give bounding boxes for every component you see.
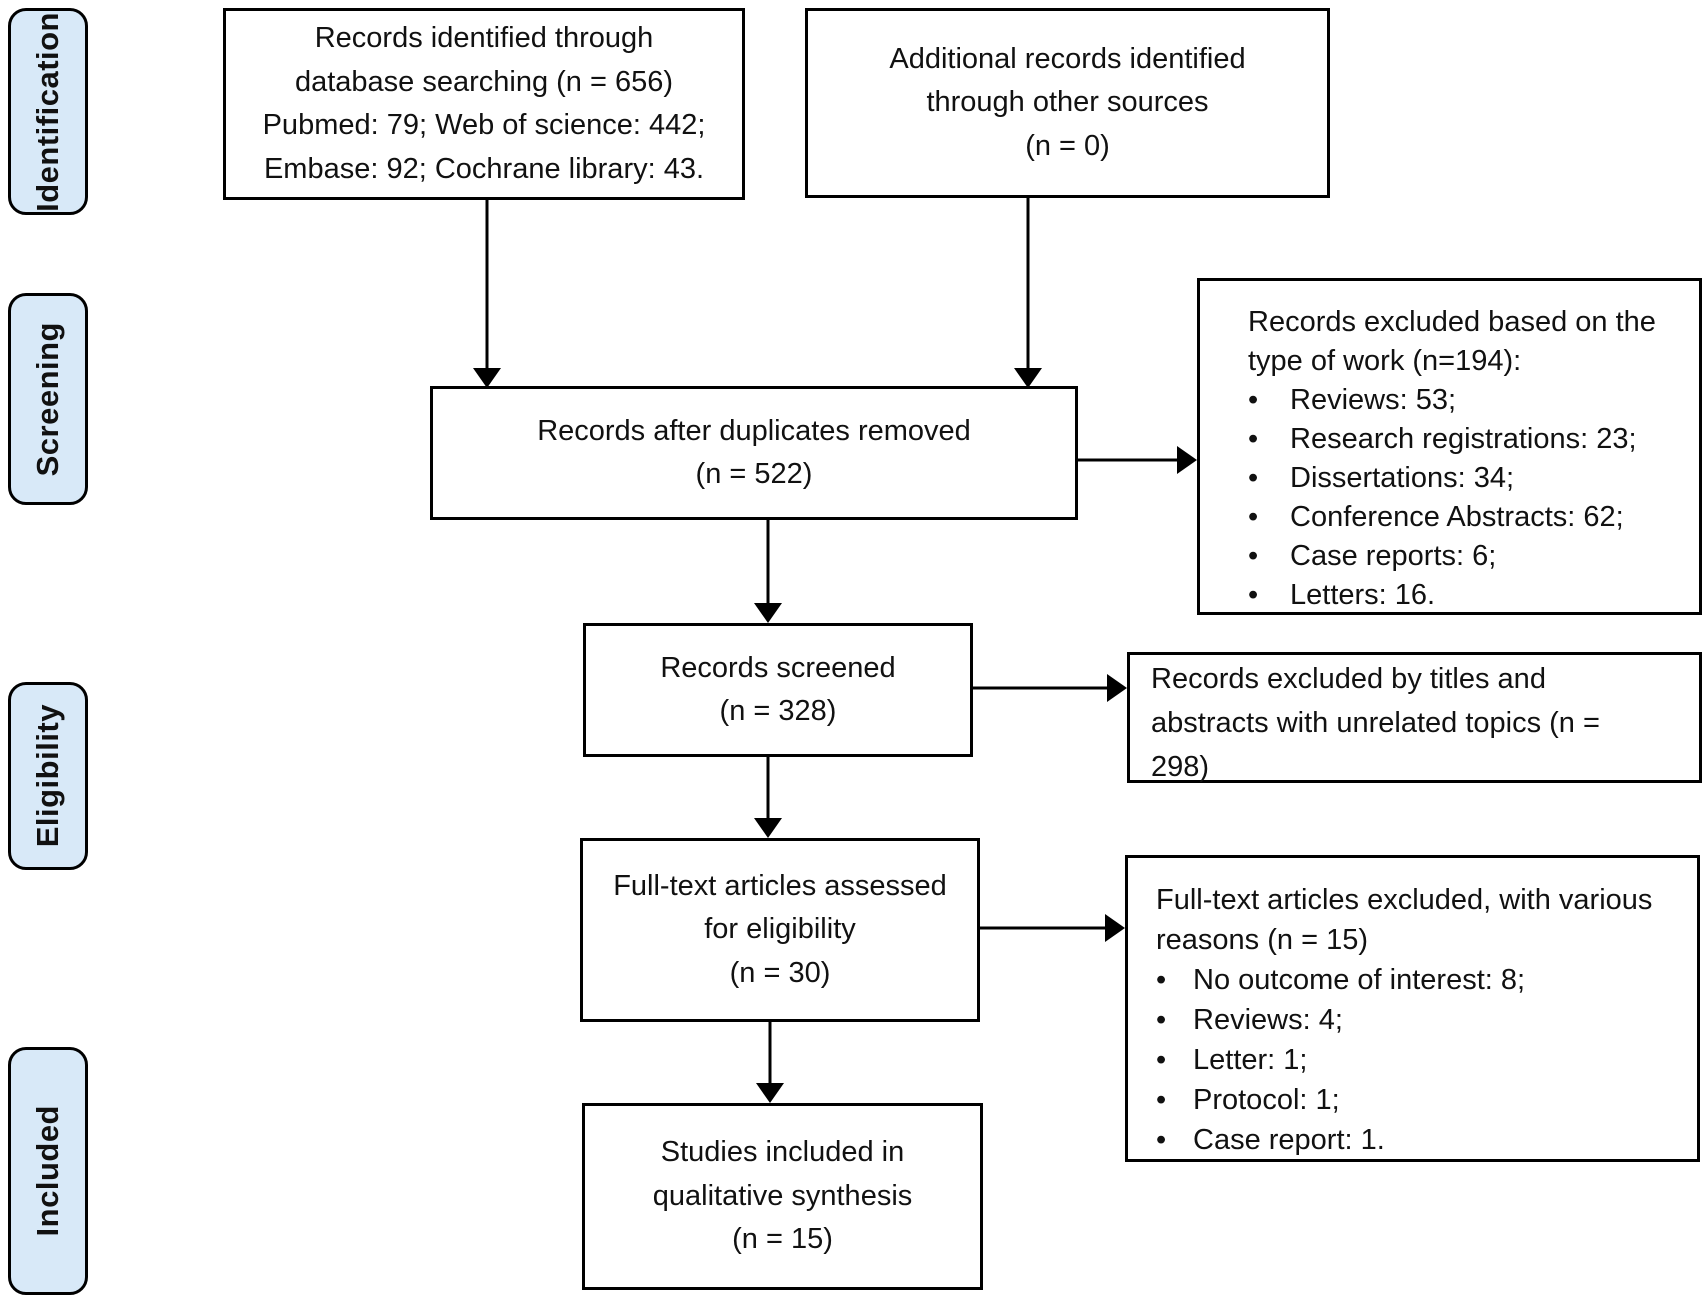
stage-label-included: Included [8,1047,88,1295]
arrow-shaft [766,520,770,605]
box-duplicates-removed: Records after duplicates removed (n = 52… [430,386,1078,520]
arrowhead-down-icon [754,603,782,623]
arrow-fulltext-to-fulltext-excluded [980,914,1125,942]
arrow-shaft [768,1022,772,1085]
box-fulltext-assessed-line2: for eligibility [704,913,856,946]
box-additional-records: Additional records identified through ot… [805,8,1330,198]
box-records-identified-line2: database searching (n = 656) [294,65,674,98]
box-excluded-titles-abstracts-text: Records excluded by titles and abstracts… [1151,662,1600,783]
fulltext-excluded-item: Letter: 1; [1156,1040,1679,1080]
box-excluded-type-of-work: Records excluded based on the type of wo… [1197,278,1702,615]
arrowhead-down-icon [1014,368,1042,388]
box-fulltext-excluded: Full-text articles excluded, with variou… [1125,855,1700,1162]
excluded-type-item: Research registrations: 23; [1248,420,1681,459]
arrow-shaft [980,926,1107,930]
box-records-screened-line1: Records screened [660,651,896,684]
fulltext-excluded-list: No outcome of interest: 8; Reviews: 4; L… [1156,960,1679,1160]
stage-label-eligibility-text: Eligibility [30,704,65,848]
box-excluded-titles-abstracts: Records excluded by titles and abstracts… [1127,652,1702,783]
arrow-shaft [973,686,1109,690]
box-records-identified-line3: Pubmed: 79; Web of science: 442; [262,109,706,141]
box-records-screened: Records screened (n = 328) [583,623,973,757]
box-records-identified-line1: Records identified through [314,22,654,54]
box-studies-included-line3: (n = 15) [732,1223,833,1256]
arrow-screened-to-excluded-titles [973,674,1127,702]
box-fulltext-assessed-line1: Full-text articles assessed [613,869,947,902]
arrow-duplicates-to-excluded-type [1078,446,1197,474]
arrowhead-right-icon [1177,446,1197,474]
stage-label-identification-text: Identification [30,11,65,212]
fulltext-excluded-item: Case report: 1. [1156,1120,1679,1160]
box-fulltext-excluded-title: Full-text articles excluded, with variou… [1156,884,1653,956]
arrow-shaft [485,200,489,370]
arrow-fulltext-to-included [756,1022,784,1103]
excluded-type-item: Letters: 16. [1248,576,1681,615]
box-additional-records-line3: (n = 0) [1025,129,1110,162]
box-duplicates-removed-line1: Records after duplicates removed [537,414,971,447]
stage-label-eligibility: Eligibility [8,682,88,870]
excluded-type-item: Dissertations: 34; [1248,459,1681,498]
excluded-type-item: Conference Abstracts: 62; [1248,498,1681,537]
excluded-type-item: Case reports: 6; [1248,537,1681,576]
box-records-identified-line4: Embase: 92; Cochrane library: 43. [263,152,705,185]
arrow-shaft [766,757,770,820]
arrow-screened-to-fulltext [754,757,782,838]
arrowhead-down-icon [473,368,501,388]
arrow-shaft [1078,458,1179,462]
fulltext-excluded-item: No outcome of interest: 8; [1156,960,1679,1000]
arrow-shaft [1026,198,1030,370]
box-fulltext-assessed: Full-text articles assessed for eligibil… [580,838,980,1022]
box-excluded-type-of-work-title: Records excluded based on the type of wo… [1248,306,1656,377]
excluded-type-of-work-list: Reviews: 53; Research registrations: 23;… [1248,381,1681,615]
fulltext-excluded-item: Protocol: 1; [1156,1080,1679,1120]
arrow-duplicates-to-screened [754,520,782,623]
box-studies-included-line2: qualitative synthesis [652,1179,913,1212]
box-records-identified: Records identified through database sear… [223,8,745,200]
box-records-screened-line2: (n = 328) [719,695,837,727]
stage-label-included-text: Included [30,1105,65,1237]
arrowhead-right-icon [1107,674,1127,702]
arrow-additional-to-duplicates [1014,198,1042,388]
stage-label-screening-text: Screening [30,321,65,477]
fulltext-excluded-item: Reviews: 4; [1156,1000,1679,1040]
arrowhead-right-icon [1105,914,1125,942]
box-additional-records-line1: Additional records identified [889,42,1246,75]
arrowhead-down-icon [756,1083,784,1103]
box-studies-included: Studies included in qualitative synthesi… [582,1103,983,1290]
excluded-type-item: Reviews: 53; [1248,381,1681,420]
arrow-identified-to-duplicates [473,200,501,388]
box-studies-included-line1: Studies included in [660,1136,905,1169]
arrowhead-down-icon [754,818,782,838]
box-duplicates-removed-line2: (n = 522) [695,458,813,490]
stage-label-screening: Screening [8,293,88,505]
box-additional-records-line2: through other sources [926,86,1209,119]
box-fulltext-assessed-line3: (n = 30) [729,956,831,989]
stage-label-identification: Identification [8,8,88,215]
